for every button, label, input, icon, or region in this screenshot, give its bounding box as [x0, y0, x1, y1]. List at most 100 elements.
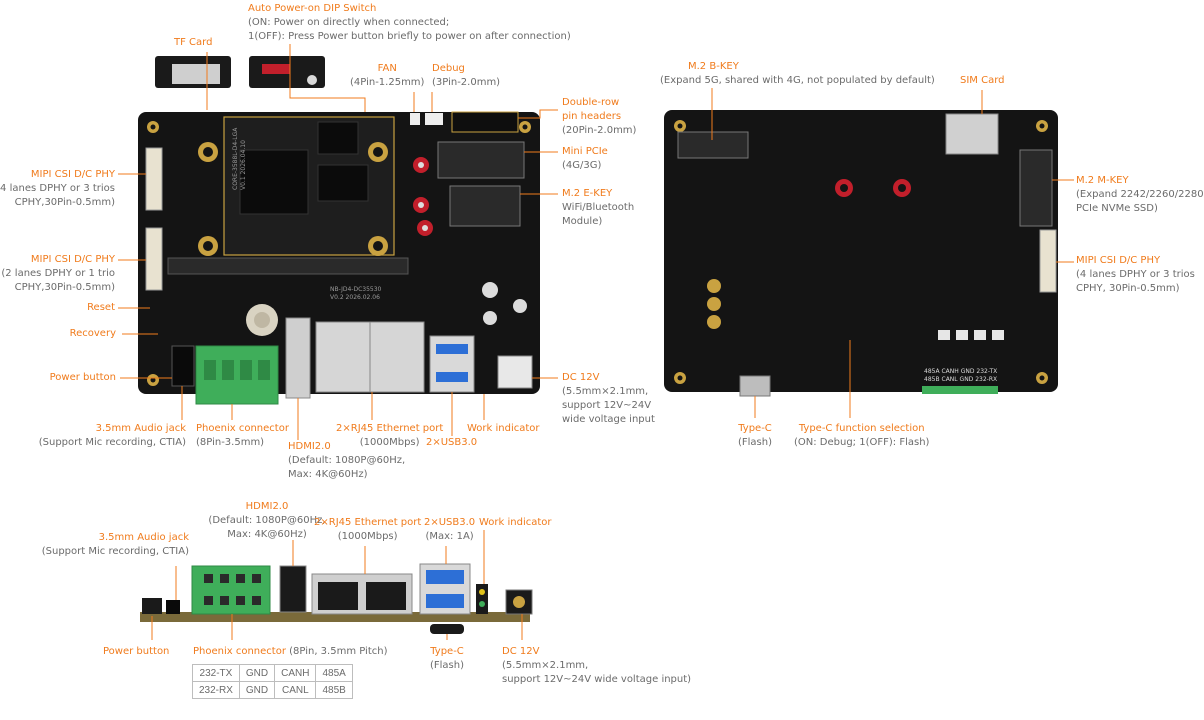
label-desc: (8Pin-3.5mm) [196, 437, 265, 448]
label-desc: support 12V~24V wide voltage input) [502, 674, 692, 685]
label-type-c-selection: Type-C function selection (ON: Debug; 1(… [794, 422, 929, 450]
label-desc: (Expand 5G, shared with 4G, not populate… [660, 75, 935, 86]
label-desc: (Flash) [737, 437, 772, 448]
silk-text: NB-JD4-DC35530 [330, 286, 382, 293]
label-desc: (8Pin, 3.5mm Pitch) [285, 646, 388, 657]
label-title: pin headers [562, 111, 622, 122]
label-debug: Debug (3Pin-2.0mm) [432, 62, 500, 90]
table-cell: 232-RX [192, 681, 240, 699]
label-title: Double-row [562, 97, 620, 108]
silk-text: V0.1 2026.04.10 [240, 140, 247, 190]
label-power-button: Power button [50, 371, 116, 385]
label-title: SIM Card [960, 75, 1005, 86]
label-title: Type-C function selection [798, 423, 925, 434]
label-usb: 2×USB3.0 [426, 436, 477, 450]
label-dc-12v: DC 12V (5.5mm×2.1mm, support 12V~24V wid… [562, 371, 655, 427]
label-m2-b-key: M.2 B-KEY (Expand 5G, shared with 4G, no… [660, 60, 935, 88]
table-cell: 485A [315, 664, 353, 682]
label-rj45: 2×RJ45 Ethernet port (1000Mbps) [336, 422, 443, 450]
label-double-row-header: Double-row pin headers (20Pin-2.0mm) [562, 96, 636, 138]
table-cell: CANL [274, 681, 317, 699]
silk-base-board: NB-JD4-DC35530 V0.2 2026.02.06 [330, 286, 381, 302]
label-reset: Reset [87, 301, 115, 315]
label-hdmi: HDMI2.0 (Default: 1080P@60Hz, Max: 4K@60… [288, 440, 405, 482]
table-row: 232-TX GND CANH 485A [192, 664, 353, 682]
silk-text: GND [959, 376, 974, 383]
silk-text: 232-RX [975, 376, 998, 383]
label-desc: (1000Mbps) [337, 531, 398, 542]
table-cell: CANH [274, 664, 317, 682]
label-sim-card: SIM Card [960, 74, 1005, 88]
label-side-usb: 2×USB3.0 (Max: 1A) [424, 516, 475, 544]
silk-text: GND [960, 368, 975, 375]
leader-lines [118, 44, 1074, 640]
silk-row: 485A CANH GND 232-TX [924, 368, 997, 376]
table-cell: GND [238, 681, 276, 699]
label-desc: (4 lanes DPHY or 3 trios [1076, 269, 1195, 280]
label-desc: (Expand 2242/2260/2280 [1076, 189, 1204, 200]
silk-text: 232-TX [976, 368, 998, 375]
label-desc: (20Pin-2.0mm) [562, 125, 637, 136]
label-desc: CPHY, 30Pin-0.5mm) [1076, 283, 1180, 294]
label-desc: wide voltage input [562, 414, 655, 425]
label-title: Type-C [430, 646, 464, 657]
label-title: Phoenix connector [193, 646, 286, 657]
label-title: Work indicator [479, 517, 552, 528]
label-desc: (Max: 1A) [425, 531, 474, 542]
table-cell: 232-TX [192, 664, 240, 682]
label-title: Work indicator [467, 423, 540, 434]
label-desc: 1(OFF): Press Power button briefly to po… [248, 31, 571, 42]
label-side-power-button: Power button [103, 645, 169, 659]
tf-card-inset [155, 56, 231, 88]
silk-text: 485A [924, 368, 940, 375]
label-title: 2×USB3.0 [426, 437, 478, 448]
label-desc: PCIe NVMe SSD) [1076, 203, 1158, 214]
label-title: 2×RJ45 Ethernet port [314, 517, 422, 528]
label-desc: CPHY,30Pin-0.5mm) [14, 282, 115, 293]
label-desc: Module) [562, 216, 603, 227]
label-fan: FAN (4Pin-1.25mm) [350, 62, 424, 90]
label-title: Type-C [738, 423, 772, 434]
label-title: HDMI2.0 [288, 441, 331, 452]
label-title: M.2 B-KEY [688, 61, 739, 72]
label-desc: (4 lanes DPHY or 3 trios [0, 183, 115, 194]
table-cell: 485B [315, 681, 353, 699]
label-title: MIPI CSI D/C PHY [1076, 255, 1161, 266]
label-desc: (Default: 1080P@60Hz, [208, 515, 326, 526]
label-title: Power button [49, 372, 116, 383]
label-phoenix-connector: Phoenix connector (8Pin-3.5mm) [196, 422, 289, 450]
label-title: Mini PCIe [562, 146, 608, 157]
label-back-type-c: Type-C (Flash) [730, 422, 780, 450]
silk-text: CANH [941, 368, 959, 375]
label-title: 2×USB3.0 [424, 517, 476, 528]
label-desc: (3Pin-2.0mm) [432, 77, 501, 88]
label-desc: (Support Mic recording, CTIA) [41, 546, 189, 557]
label-desc: (Flash) [429, 660, 464, 671]
label-desc: Max: 4K@60Hz) [288, 469, 368, 480]
label-m2-m-key: M.2 M-KEY (Expand 2242/2260/2280 PCIe NV… [1076, 174, 1204, 216]
label-title: M.2 E-KEY [562, 188, 613, 199]
label-back-mipi-csi: MIPI CSI D/C PHY (4 lanes DPHY or 3 trio… [1076, 254, 1195, 296]
label-title: 3.5mm Audio jack [95, 423, 186, 434]
label-title: FAN [377, 63, 397, 74]
label-desc: (4G/3G) [562, 160, 602, 171]
label-title: DC 12V [502, 646, 540, 657]
label-title: Recovery [69, 328, 116, 339]
label-audio-jack: 3.5mm Audio jack (Support Mic recording,… [39, 422, 186, 450]
label-auto-power-dip: Auto Power-on DIP Switch (ON: Power on d… [248, 2, 571, 44]
side-view-details [140, 563, 533, 634]
top-board-details [145, 111, 533, 405]
silk-row: 485B CANL GND 232-RX [924, 376, 997, 384]
silk-text: 485B [924, 376, 940, 383]
label-side-audio-jack: 3.5mm Audio jack (Support Mic recording,… [42, 531, 189, 559]
label-title: DC 12V [562, 372, 600, 383]
label-title: MIPI CSI D/C PHY [30, 169, 115, 180]
label-side-work-indicator: Work indicator [479, 516, 552, 530]
label-side-hdmi: HDMI2.0 (Default: 1080P@60Hz, Max: 4K@60… [192, 500, 342, 542]
label-desc: (1000Mbps) [359, 437, 420, 448]
silk-text: CANL [941, 376, 958, 383]
dip-switch-inset [249, 56, 325, 88]
label-mini-pcie: Mini PCIe (4G/3G) [562, 145, 608, 173]
label-desc: (5.5mm×2.1mm, [562, 386, 649, 397]
label-desc: (2 lanes DPHY or 1 trio [1, 268, 115, 279]
